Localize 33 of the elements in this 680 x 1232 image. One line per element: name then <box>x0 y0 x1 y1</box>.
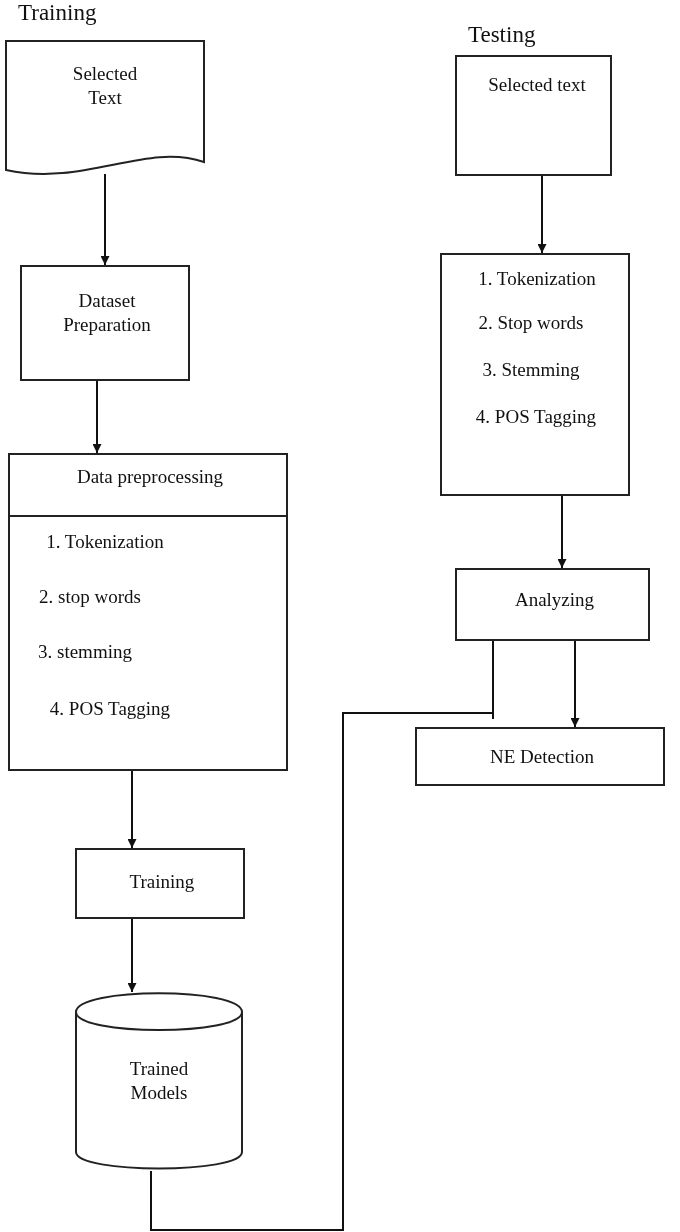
list-item: 2. Stop words <box>477 311 585 335</box>
process-box <box>415 727 665 786</box>
arrow <box>127 918 137 993</box>
list-item: 2. stop words <box>38 585 142 609</box>
arrow <box>570 640 580 728</box>
node-label: NE Detection <box>489 745 595 769</box>
node-label: Selected Text <box>71 62 139 110</box>
arrow <box>92 380 102 454</box>
list-item: 4. POS Tagging <box>474 405 598 429</box>
node-label: Training <box>128 870 196 894</box>
arrow <box>127 770 137 849</box>
list-item: 3. Stemming <box>481 358 581 382</box>
node-label: Selected text <box>487 73 587 97</box>
arrow <box>100 173 110 266</box>
process-box <box>8 453 288 771</box>
node-label: Trained Models <box>128 1057 190 1105</box>
connector-line <box>150 640 494 1231</box>
column-heading: Training <box>18 0 97 26</box>
list-item: 4. POS Tagging <box>48 697 172 721</box>
process-box <box>20 265 190 381</box>
box-heading: Data preprocessing <box>75 465 225 489</box>
list-item: 3. stemming <box>37 640 133 664</box>
process-box <box>440 253 630 496</box>
node-label: Dataset Preparation <box>62 289 152 337</box>
process-box <box>455 55 612 176</box>
arrow <box>557 495 567 569</box>
node-label: Analyzing <box>513 588 596 612</box>
column-heading: Testing <box>468 22 536 48</box>
process-box <box>75 848 245 919</box>
list-item: 1. Tokenization <box>45 530 165 554</box>
list-item: 1. Tokenization <box>477 267 597 291</box>
process-box <box>455 568 650 641</box>
arrow <box>537 175 547 254</box>
